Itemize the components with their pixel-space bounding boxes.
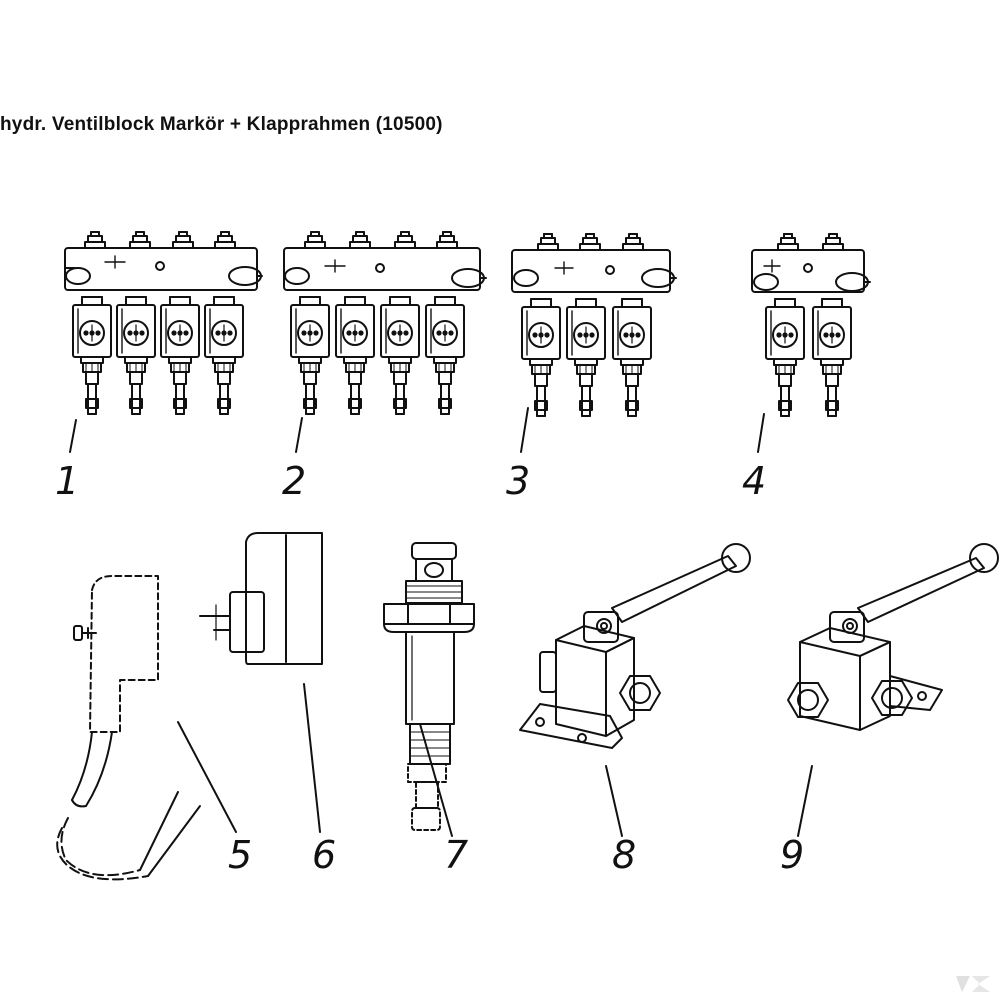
part-number-8: 8 [612,833,636,877]
leader-line-5 [177,721,237,833]
logo-k-icon [956,976,990,992]
leader-line-9 [797,765,813,837]
valve-block-2 [283,231,487,453]
part-number-2: 2 [282,459,306,503]
ball-valve-9 [787,543,999,837]
valve-block-4 [751,233,871,453]
cable-plug-5 [56,575,237,881]
part-number-3: 3 [506,459,530,503]
part-number-5: 5 [228,833,252,877]
leader-line-7 [419,723,453,837]
page-title: hydr. Ventilblock Markör + Klapprahmen (… [0,114,443,135]
part-number-7: 7 [444,833,468,877]
leader-line-2 [295,417,303,453]
part-number-1: 1 [55,459,79,503]
cartridge-valve-7 [383,542,475,837]
part-number-4: 4 [742,459,766,503]
part-number-6: 6 [312,833,336,877]
leader-line-8 [605,765,623,837]
leader-line-3 [520,407,529,453]
ball-valve-8 [519,543,751,837]
solenoid-coil-6 [199,532,323,833]
leader-line-1 [69,419,77,453]
part-number-9: 9 [780,833,804,877]
leader-line-4 [757,413,765,453]
valve-block-1 [64,231,263,453]
valve-block-3 [511,233,677,453]
leader-line-6 [303,683,321,833]
